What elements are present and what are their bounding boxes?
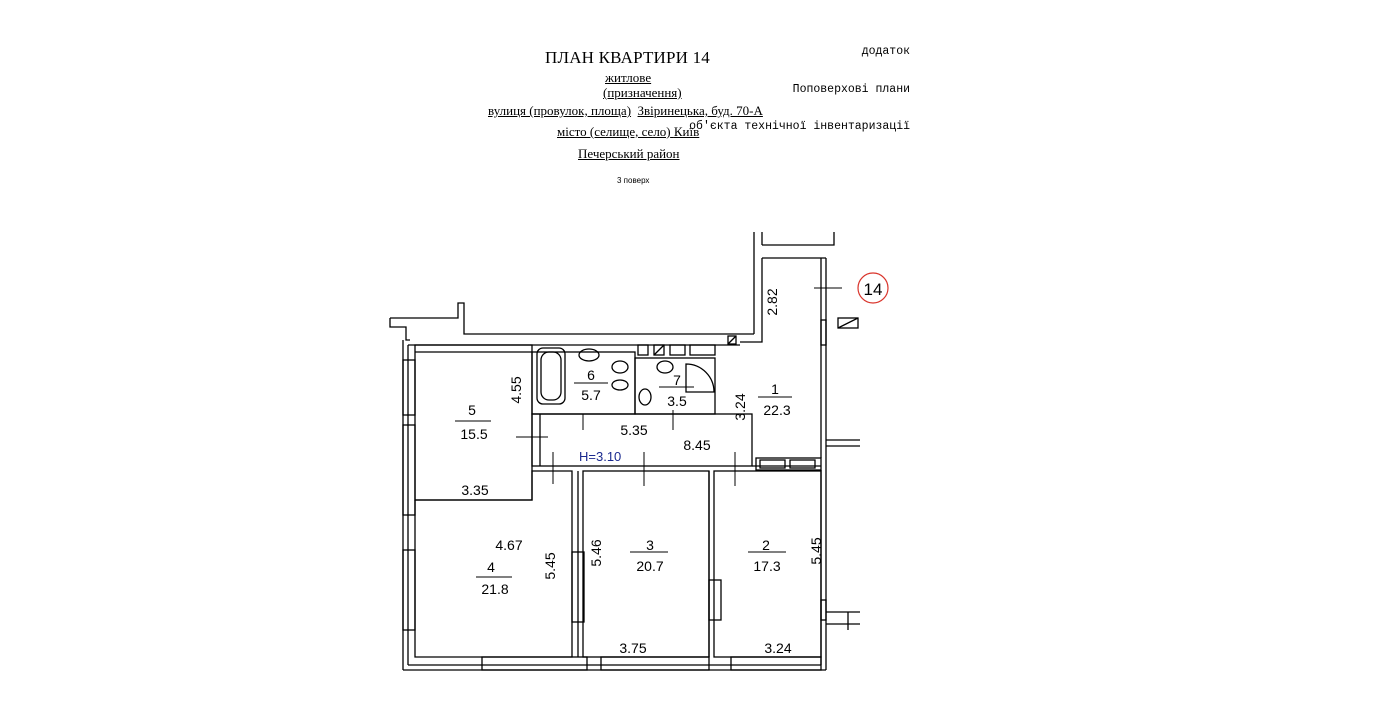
door-marks xyxy=(516,276,842,486)
appendix-note: додаток Поповерхові плани об'єкта техніч… xyxy=(689,21,910,146)
room-area: 22.3 xyxy=(763,402,790,418)
page-title: ПЛАН КВАРТИРИ 14 xyxy=(545,48,710,67)
purpose-caption: (призначення) xyxy=(603,85,682,100)
ceiling-height: H=3.10 xyxy=(579,449,621,464)
room-area: 20.7 xyxy=(636,558,663,574)
room-area: 5.7 xyxy=(581,387,601,403)
walls xyxy=(389,232,860,671)
city-line: місто (селище, село) Київ xyxy=(557,124,699,140)
area-underlines xyxy=(455,382,792,578)
city-label: місто (селище, село) xyxy=(557,124,671,139)
dimension-label: 5.46 xyxy=(588,539,604,566)
room-area: 3.5 xyxy=(667,393,687,409)
dimension-label: 2.82 xyxy=(764,288,780,315)
city-value: Київ xyxy=(673,124,700,139)
street-label: вулиця (провулок, площа) xyxy=(488,103,632,118)
room-number: 2 xyxy=(762,537,770,553)
floor-label: 3 поверх xyxy=(617,176,650,185)
street-line: вулиця (провулок, площа) Звіринецька, бу… xyxy=(488,103,763,119)
appendix-line: додаток xyxy=(861,45,910,58)
room-number: 3 xyxy=(646,537,654,553)
apartment-marker xyxy=(857,272,889,304)
room-number: 7 xyxy=(673,372,681,388)
room-number: 6 xyxy=(587,367,595,383)
room-area: 21.8 xyxy=(481,581,508,597)
appendix-line: об'єкта технічної інвентаризації xyxy=(689,120,910,133)
district: Печерський район xyxy=(578,146,680,161)
room-area: 15.5 xyxy=(460,426,487,442)
appendix-line: Поповерхові плани xyxy=(792,82,910,96)
dimension-label: 5.45 xyxy=(808,537,824,564)
room-number: 5 xyxy=(468,402,476,418)
room-area: 17.3 xyxy=(753,558,780,574)
apartment-marker-label: 14 xyxy=(864,280,883,299)
dimension-label: 5.35 xyxy=(620,422,647,438)
corridor-area: 8.45 xyxy=(683,437,710,453)
dimension-label: 4.55 xyxy=(508,376,524,403)
dimension-label: 4.67 xyxy=(495,537,522,553)
street-value: Звіринецька, буд. 70-А xyxy=(637,103,763,118)
dimension-label: 3.24 xyxy=(764,640,791,656)
dimension-label: 3.35 xyxy=(461,482,488,498)
dimension-label: 3.75 xyxy=(619,640,646,656)
room-number: 1 xyxy=(771,381,779,397)
dimension-label: 5.45 xyxy=(542,552,558,579)
purpose-value: житлове xyxy=(605,70,652,85)
room-number: 4 xyxy=(487,559,495,575)
dimension-label: 3.24 xyxy=(732,393,748,420)
